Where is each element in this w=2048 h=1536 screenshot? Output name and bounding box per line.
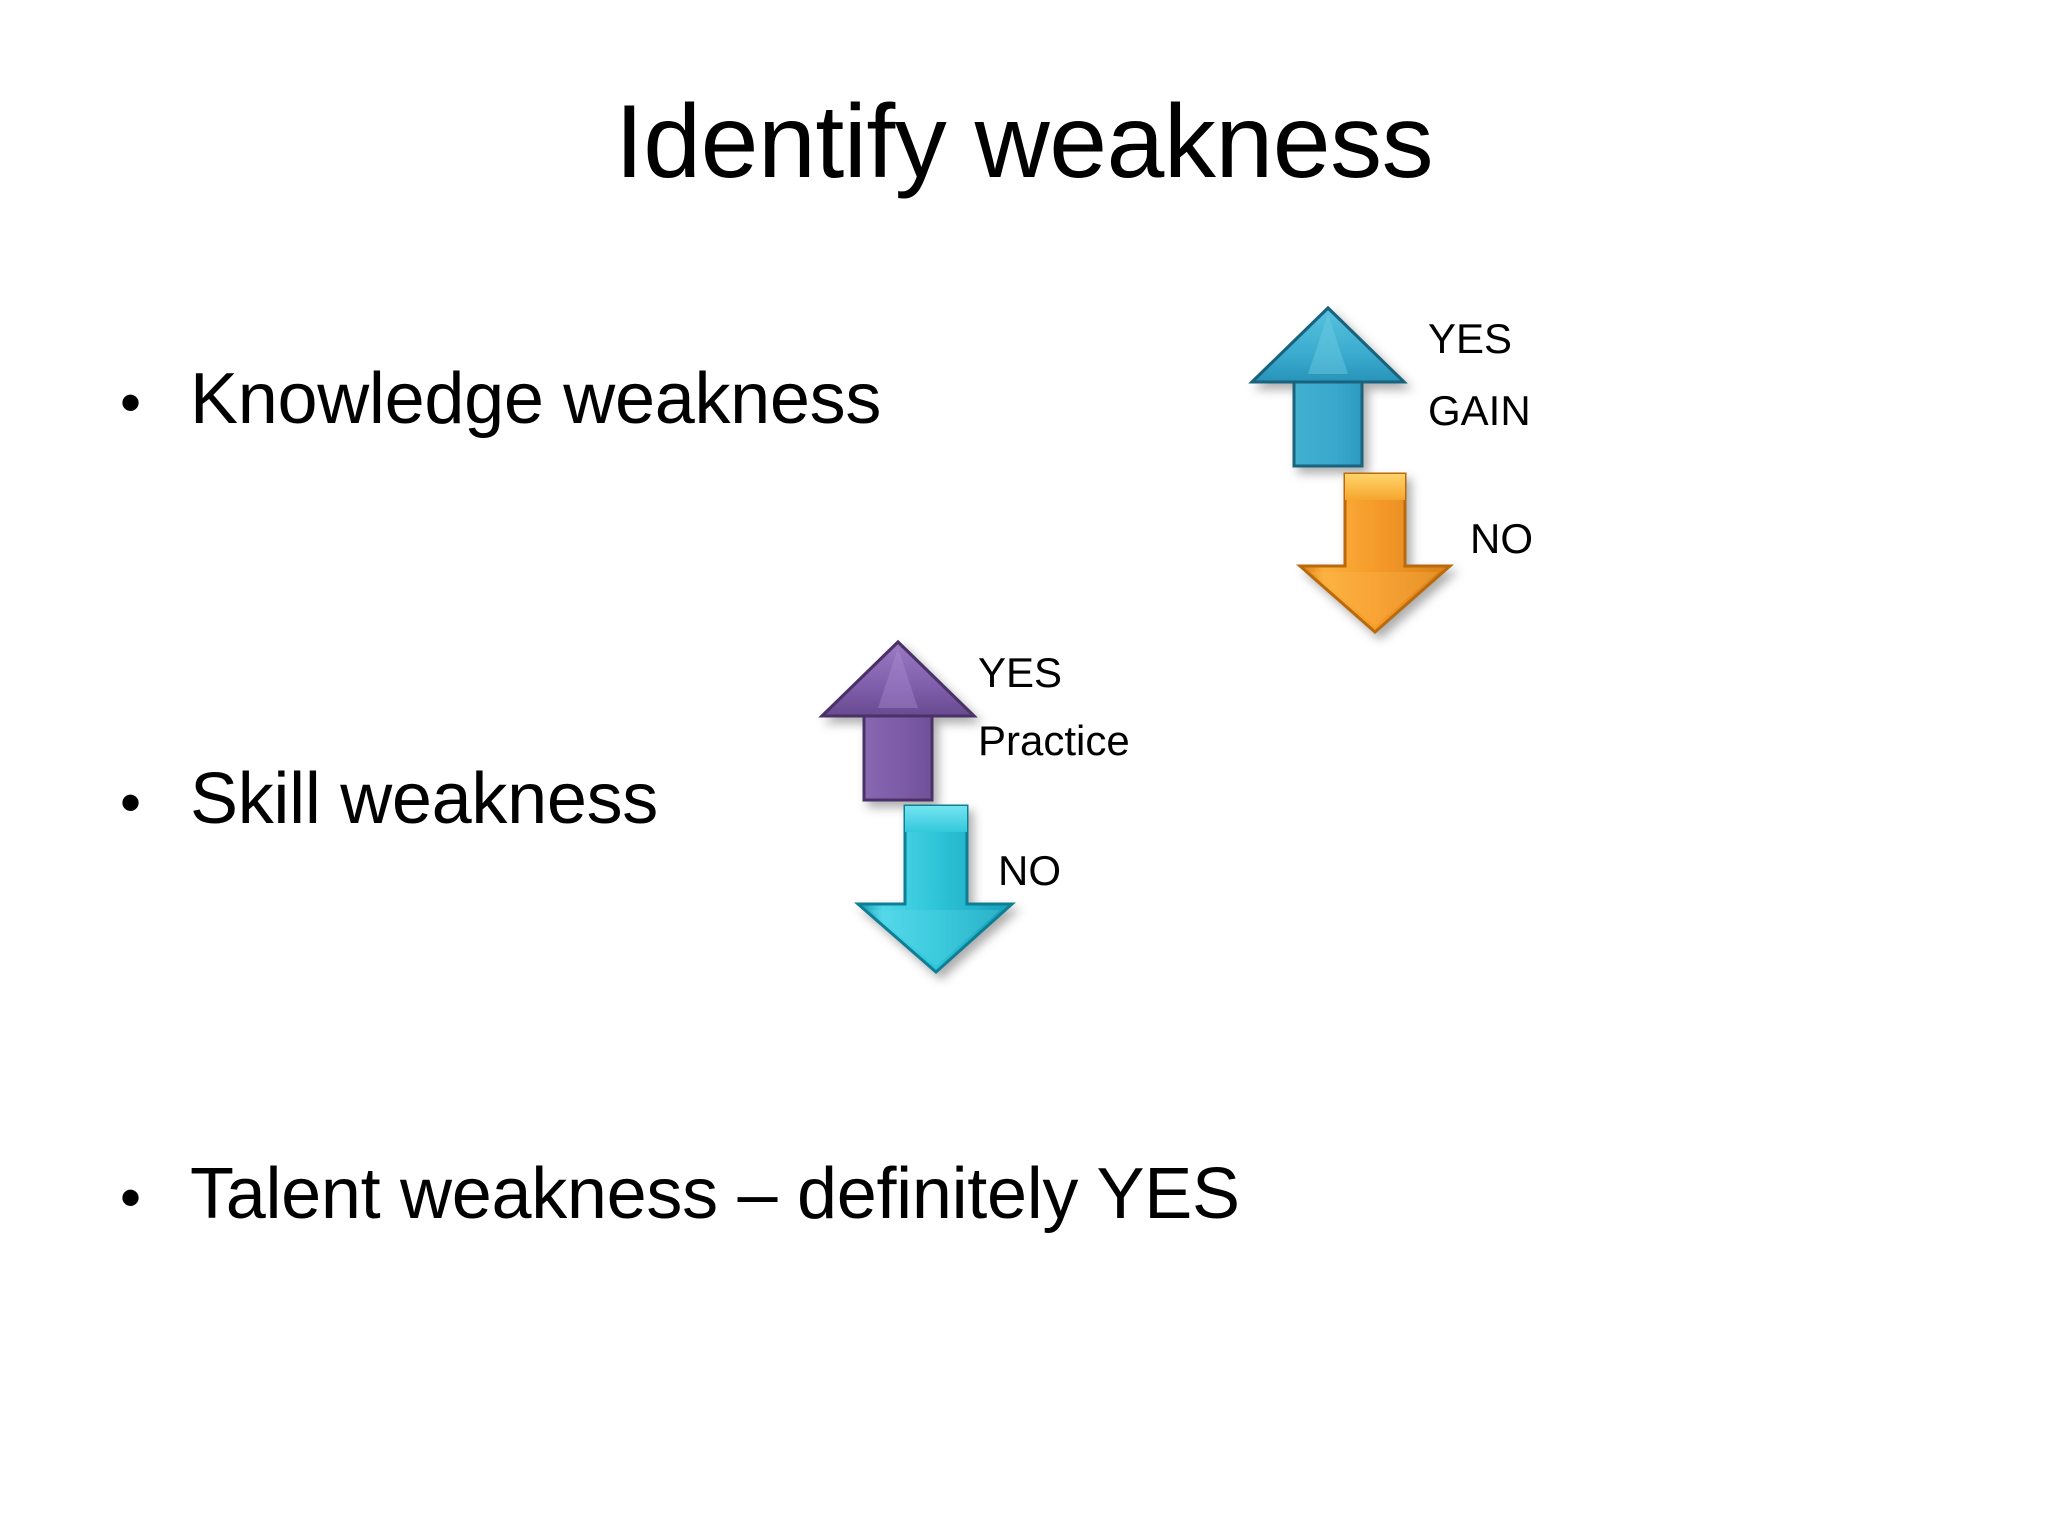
list-item: • Talent weakness – definitely YES	[120, 1154, 1240, 1234]
label-practice: Practice	[978, 717, 1130, 764]
diagram-skill-decision: YES Practice	[800, 630, 1320, 995]
diagram-knowledge-decision: YES GAIN	[1230, 290, 1750, 660]
arrow-up-icon	[1248, 304, 1408, 472]
label-yes: YES	[978, 649, 1063, 696]
bullet-text: Skill weakness	[190, 759, 658, 839]
bullet-marker-icon: •	[120, 369, 142, 436]
bullet-text: Talent weakness – definitely YES	[190, 1154, 1240, 1234]
bullet-marker-icon: •	[120, 769, 142, 836]
list-item: • Knowledge weakness	[120, 359, 882, 439]
list-item: • Skill weakness	[120, 759, 658, 839]
arrow-down-icon	[850, 800, 1020, 978]
label-no: NO	[998, 847, 1061, 894]
bullet-text: Knowledge weakness	[190, 359, 882, 439]
arrow-up-icon	[818, 638, 978, 806]
page-title: Identify weakness	[614, 84, 1434, 200]
bullet-marker-icon: •	[120, 1164, 142, 1231]
label-no: NO	[1470, 515, 1533, 562]
label-yes: YES	[1428, 315, 1513, 362]
label-gain: GAIN	[1428, 387, 1531, 434]
arrow-down-icon	[1290, 468, 1460, 638]
